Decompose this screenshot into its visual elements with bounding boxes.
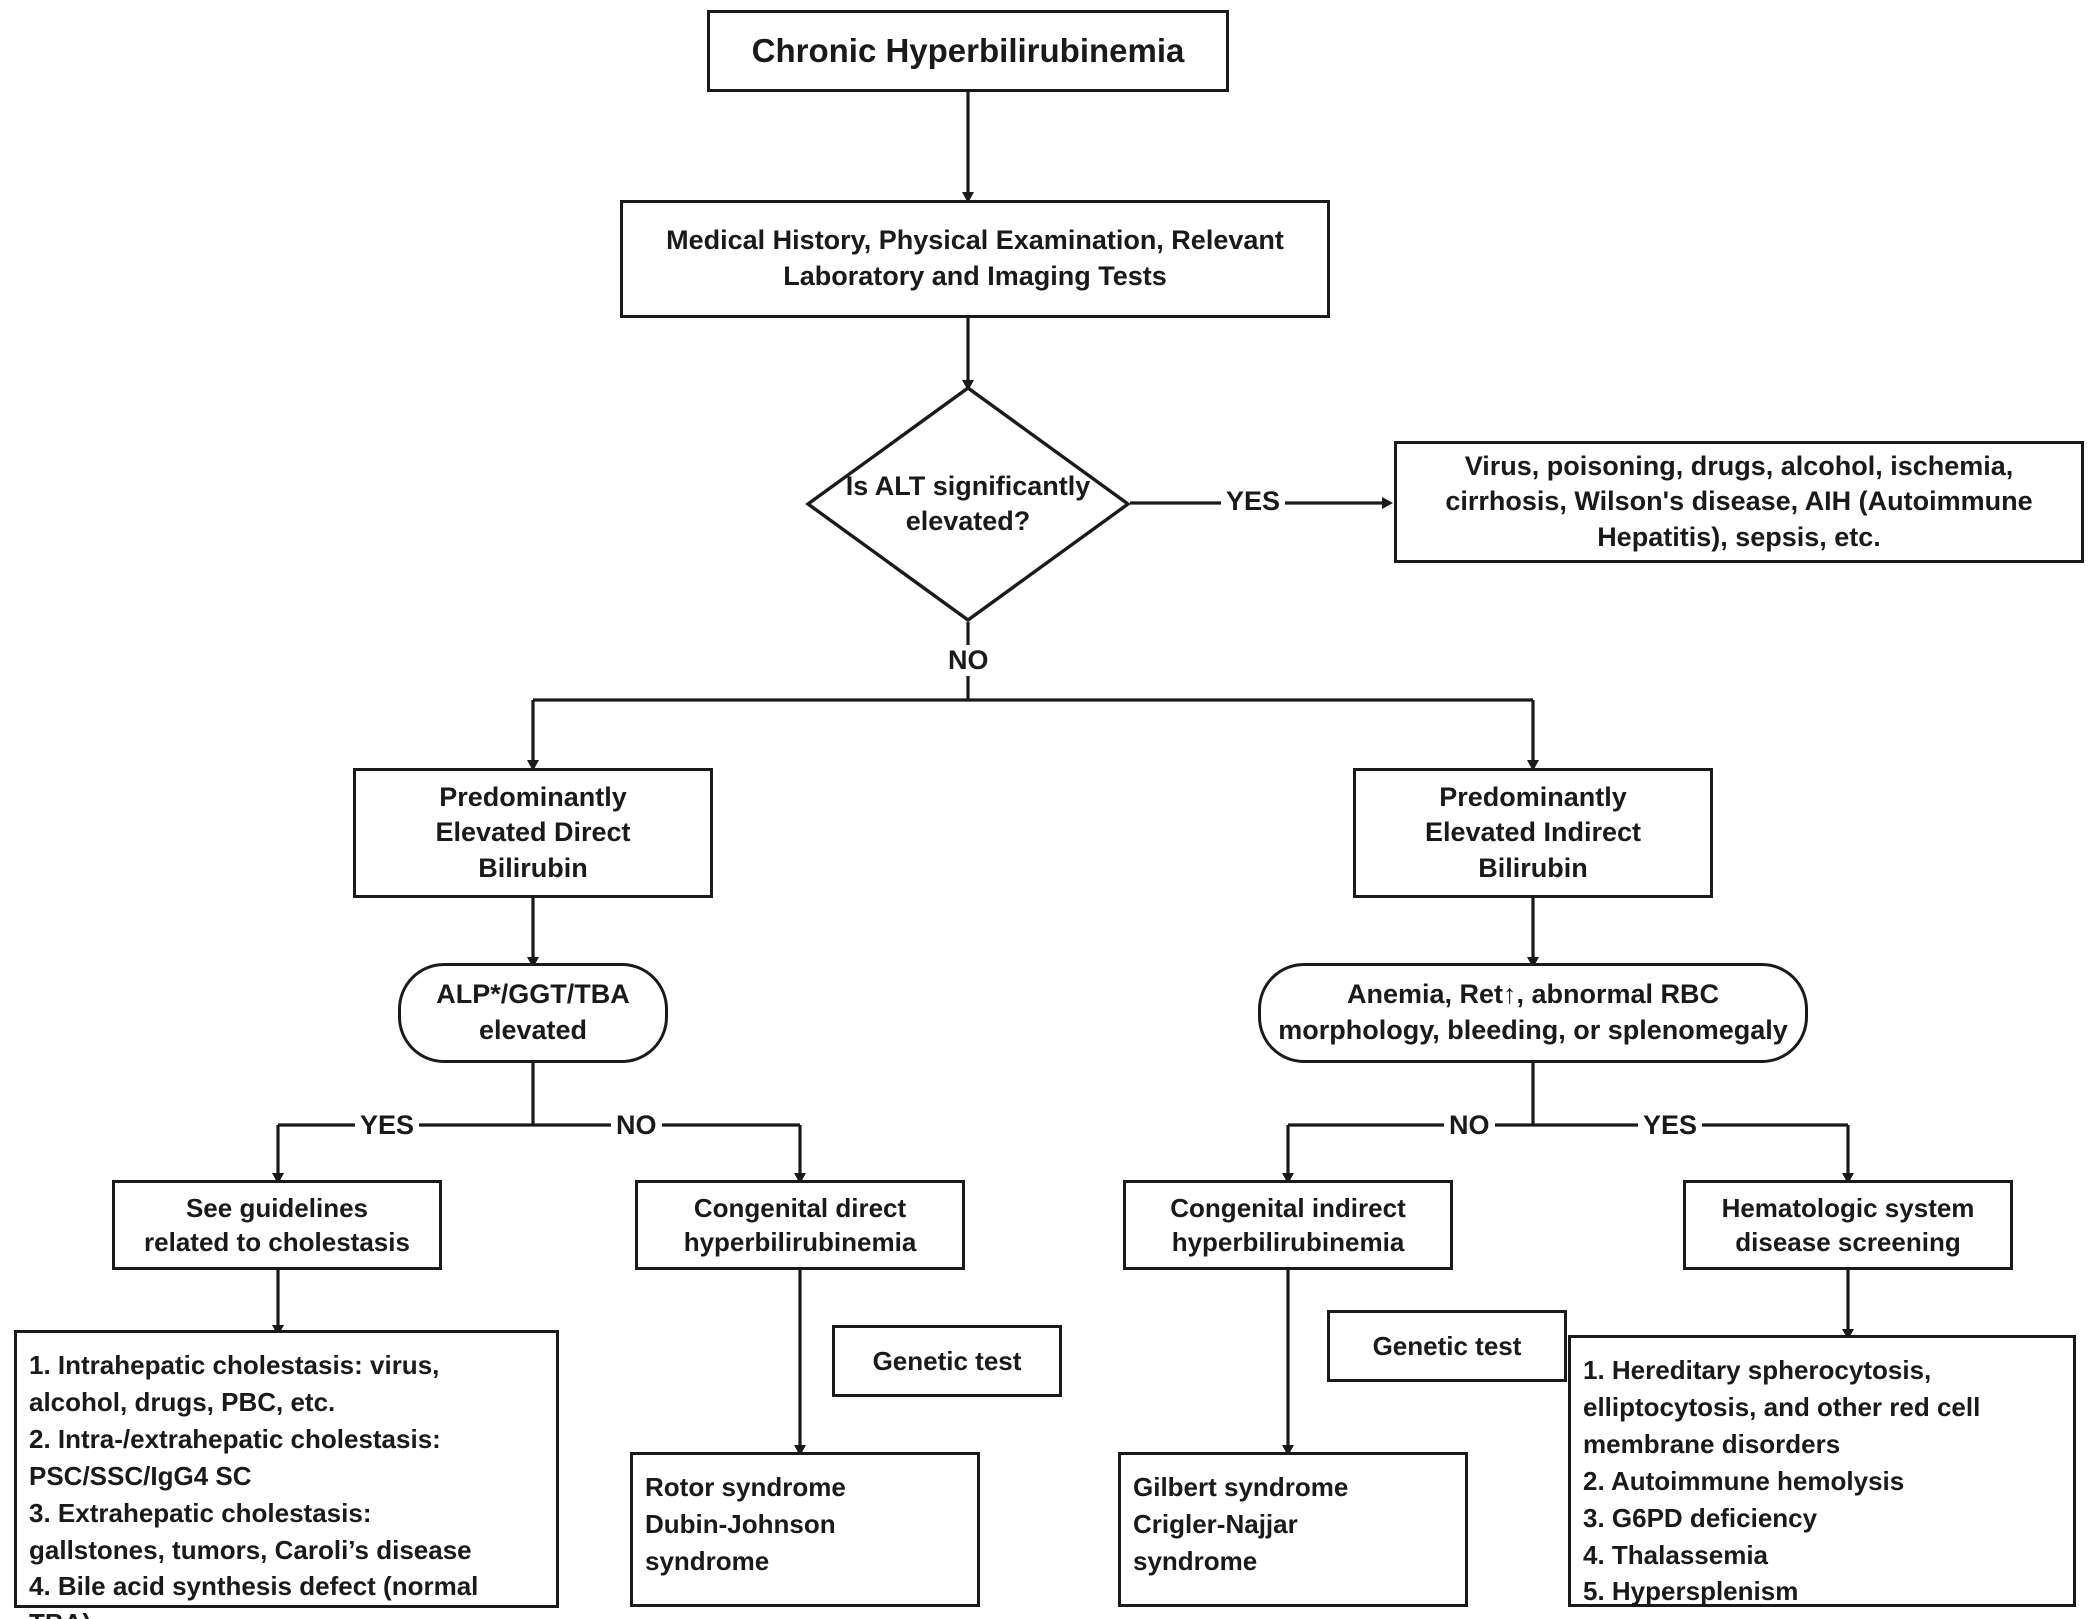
node-genetic-test-indirect-label: Genetic test (1372, 1330, 1522, 1361)
decision-alt-elevated[interactable]: Is ALT significantly elevated? (805, 385, 1131, 623)
node-genetic-test-direct[interactable]: Genetic test (832, 1325, 1062, 1397)
node-initial-workup[interactable]: Medical History, Physical Examination, R… (620, 200, 1330, 318)
node-congenital-indirect-hyperbilirubinemia-label: Congenital indirect hyperbilirubinemia (1170, 1192, 1406, 1257)
decision-anemia-hemolysis-signs-label: Anemia, Ret↑, abnormal RBC morphology, b… (1278, 979, 1788, 1045)
node-predominantly-direct-bilirubin-label: Predominantly Elevated Direct Bilirubin (435, 781, 631, 883)
node-alt-elevated-causes[interactable]: Virus, poisoning, drugs, alcohol, ischem… (1394, 441, 2084, 563)
node-congenital-indirect-hyperbilirubinemia[interactable]: Congenital indirect hyperbilirubinemia (1123, 1180, 1453, 1270)
node-alt-elevated-causes-label: Virus, poisoning, drugs, alcohol, ischem… (1445, 450, 2033, 552)
edge-label-alp-no: NO (611, 1110, 662, 1141)
node-cholestasis-guidelines[interactable]: See guidelines related to cholestasis (112, 1180, 442, 1270)
node-hematologic-disease-screening[interactable]: Hematologic system disease screening (1683, 1180, 2013, 1270)
edge-label-alt-yes: YES (1221, 486, 1286, 517)
diamond-shape (805, 385, 1131, 623)
node-genetic-test-indirect[interactable]: Genetic test (1327, 1310, 1567, 1382)
decision-alp-ggt-tba-elevated-label: ALP*/GGT/TBA elevated (436, 979, 630, 1045)
node-hematologic-causes-list-text: 1. Hereditary spherocytosis, elliptocyto… (1583, 1355, 1981, 1607)
edge-label-alp-yes: YES (355, 1110, 420, 1141)
node-direct-syndromes-text: Rotor syndrome Dubin-Johnson syndrome (645, 1472, 846, 1576)
node-congenital-direct-hyperbilirubinemia[interactable]: Congenital direct hyperbilirubinemia (635, 1180, 965, 1270)
node-initial-workup-label: Medical History, Physical Examination, R… (666, 225, 1284, 291)
node-indirect-syndromes[interactable]: Gilbert syndrome Crigler-Najjar syndrome (1118, 1452, 1468, 1607)
node-hematologic-disease-screening-label: Hematologic system disease screening (1721, 1192, 1975, 1257)
node-predominantly-indirect-bilirubin[interactable]: Predominantly Elevated Indirect Bilirubi… (1353, 768, 1713, 898)
edge-label-anemia-no: NO (1444, 1110, 1495, 1141)
node-predominantly-direct-bilirubin[interactable]: Predominantly Elevated Direct Bilirubin (353, 768, 713, 898)
node-congenital-direct-hyperbilirubinemia-label: Congenital direct hyperbilirubinemia (683, 1192, 917, 1257)
node-genetic-test-direct-label: Genetic test (872, 1345, 1022, 1376)
node-chronic-hyperbilirubinemia[interactable]: Chronic Hyperbilirubinemia (707, 10, 1229, 92)
node-chronic-hyperbilirubinemia-label: Chronic Hyperbilirubinemia (751, 32, 1185, 70)
decision-anemia-hemolysis-signs[interactable]: Anemia, Ret↑, abnormal RBC morphology, b… (1258, 963, 1808, 1063)
node-cholestasis-guidelines-label: See guidelines related to cholestasis (144, 1192, 410, 1257)
edge-label-alt-no: NO (943, 645, 994, 676)
node-indirect-syndromes-text: Gilbert syndrome Crigler-Najjar syndrome (1133, 1472, 1349, 1576)
node-cholestasis-causes-list-text: 1. Intrahepatic cholestasis: virus, alco… (29, 1350, 479, 1619)
node-direct-syndromes[interactable]: Rotor syndrome Dubin-Johnson syndrome (630, 1452, 980, 1607)
node-predominantly-indirect-bilirubin-label: Predominantly Elevated Indirect Bilirubi… (1424, 781, 1642, 883)
decision-alt-elevated-label: Is ALT significantly elevated? (845, 470, 1091, 536)
decision-alp-ggt-tba-elevated[interactable]: ALP*/GGT/TBA elevated (398, 963, 668, 1063)
node-hematologic-causes-list[interactable]: 1. Hereditary spherocytosis, elliptocyto… (1568, 1335, 2076, 1607)
node-cholestasis-causes-list[interactable]: 1. Intrahepatic cholestasis: virus, alco… (14, 1330, 559, 1619)
edge-label-anemia-yes: YES (1638, 1110, 1703, 1141)
